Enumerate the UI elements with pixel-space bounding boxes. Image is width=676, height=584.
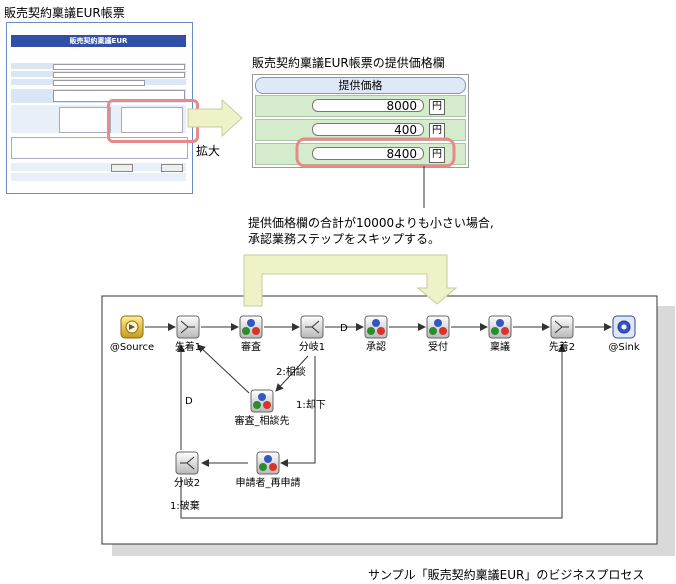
node-uketsuke bbox=[426, 315, 450, 339]
label-shinsa: 審査 bbox=[241, 340, 261, 353]
label-bunki2: 分岐2 bbox=[174, 476, 200, 489]
label-ringi: 稟議 bbox=[490, 340, 510, 353]
node-shonin bbox=[364, 315, 388, 339]
form-inner-title: 販売契約稟議EUR bbox=[11, 35, 186, 47]
yen-unit: 円 bbox=[429, 99, 445, 115]
label-source: @Source bbox=[110, 342, 154, 353]
note-line-2: 承認業務ステップをスキップする。 bbox=[248, 232, 441, 246]
zoom-highlight bbox=[295, 137, 456, 168]
price-row: 400 円 bbox=[255, 119, 466, 141]
form-row bbox=[11, 79, 186, 86]
edge-label-d-back: D bbox=[185, 396, 193, 407]
node-sink bbox=[612, 315, 636, 339]
price-header: 提供価格 bbox=[255, 77, 466, 94]
price-value: 8400 bbox=[312, 147, 424, 161]
node-sakichaku2 bbox=[550, 315, 574, 339]
node-sakichaku1 bbox=[176, 315, 200, 339]
label-bunki1: 分岐1 bbox=[299, 340, 325, 353]
price-value: 400 bbox=[312, 123, 424, 137]
node-shinsa bbox=[239, 315, 263, 339]
form-row bbox=[11, 163, 186, 172]
node-ringi bbox=[488, 315, 512, 339]
node-shinsa-soudan bbox=[250, 389, 274, 413]
zoom-title: 販売契約稟議EUR帳票の提供価格欄 bbox=[252, 56, 445, 70]
figure-caption: サンプル「販売契約稟議EUR」のビジネスプロセス bbox=[368, 568, 645, 582]
note-line-1: 提供価格欄の合計が10000よりも小さい場合, bbox=[248, 216, 494, 230]
node-bunki2 bbox=[175, 451, 199, 475]
expand-label: 拡大 bbox=[196, 144, 221, 158]
label-sakichaku2: 先着2 bbox=[549, 340, 575, 353]
expand-arrow bbox=[187, 98, 243, 138]
edge-label-kyakka: 1:却下 bbox=[296, 399, 326, 411]
price-zoom-panel: 提供価格 8000 円 400 円 8400 円 bbox=[252, 74, 469, 168]
skip-arrow bbox=[243, 254, 458, 307]
label-shinsa-soudan: 審査_相談先 bbox=[235, 414, 290, 427]
node-shinseisha bbox=[256, 451, 280, 475]
price-row: 8000 円 bbox=[255, 95, 466, 117]
form-row bbox=[11, 173, 186, 181]
label-sink: @Sink bbox=[608, 342, 639, 353]
form-price-area bbox=[11, 105, 186, 133]
edge-label-d: D bbox=[340, 323, 348, 334]
form-thumbnail: 販売契約稟議EUR bbox=[6, 22, 199, 194]
edge-label-soudan: 2:相談 bbox=[276, 365, 306, 378]
node-bunki1 bbox=[300, 315, 324, 339]
label-shonin: 承認 bbox=[366, 340, 386, 353]
edge-label-haiki: 1:破棄 bbox=[170, 499, 200, 512]
node-source bbox=[120, 315, 144, 339]
yen-unit: 円 bbox=[429, 147, 445, 163]
label-shinseisha: 申請者_再申請 bbox=[236, 476, 301, 489]
price-value: 8000 bbox=[312, 99, 424, 113]
label-sakichaku1: 先着1 bbox=[175, 340, 201, 353]
yen-unit: 円 bbox=[429, 123, 445, 139]
label-uketsuke: 受付 bbox=[428, 340, 448, 353]
form-thumbnail-title: 販売契約稟議EUR帳票 bbox=[4, 6, 125, 20]
form-row bbox=[11, 71, 186, 78]
form-row bbox=[11, 63, 186, 70]
